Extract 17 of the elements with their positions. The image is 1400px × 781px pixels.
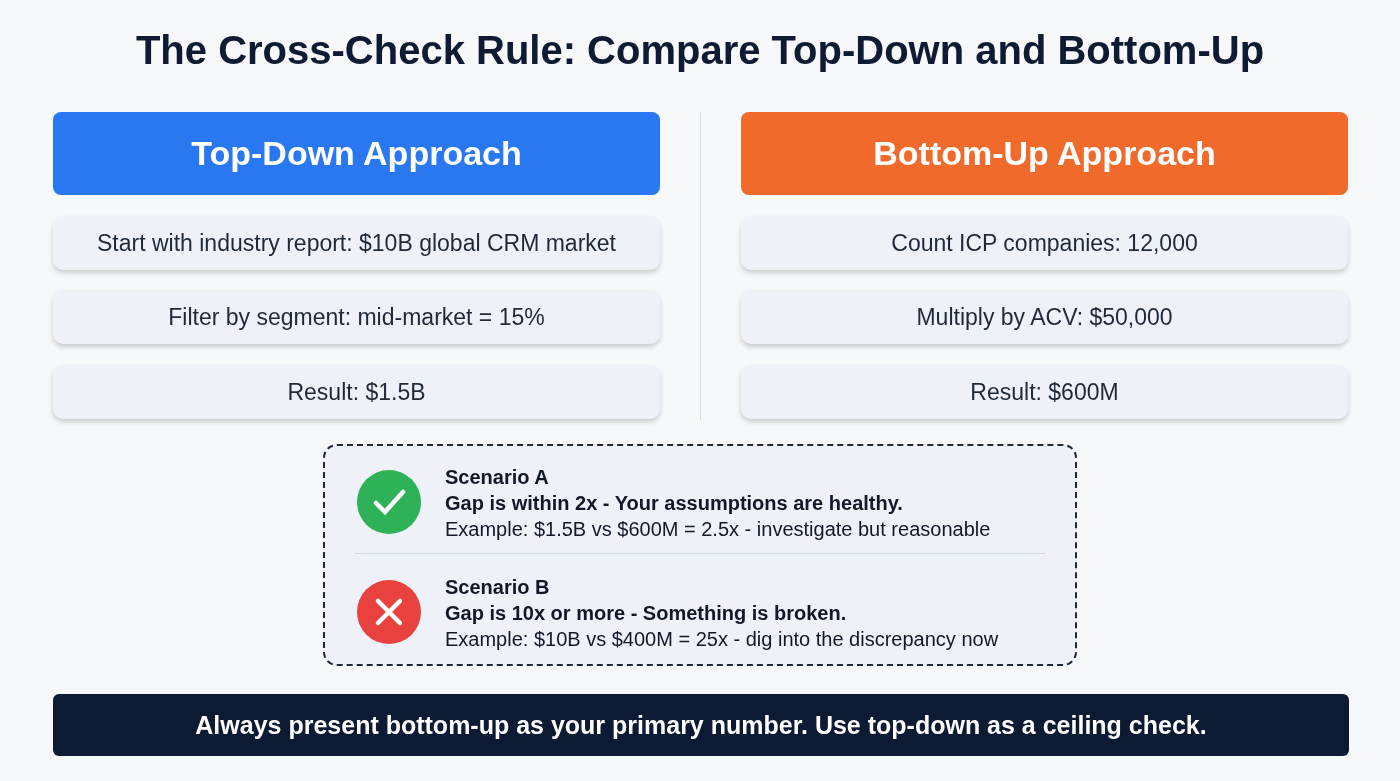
scenario-panel: [323, 444, 1077, 666]
step-card: Result: $1.5B: [53, 365, 660, 419]
scenario-heading: Scenario A: [445, 466, 549, 489]
scenario-verdict: Gap is within 2x - Your assumptions are healthy.: [445, 492, 903, 515]
step-card: Start with industry report: $10B global CRM market: [53, 216, 660, 270]
step-card: Multiply by ACV: $50,000: [741, 290, 1348, 344]
title: The Cross-Check Rule: Compare Top-Down and Bottom-Up: [134, 28, 1266, 73]
scenario-example: Example: $1.5B vs $600M = 2.5x - investigate but reasonable: [445, 518, 991, 541]
step-card: Result: $600M: [741, 365, 1348, 419]
summary-banner: Always present bottom-up as your primary number. Use top-down as a ceiling check.: [53, 694, 1349, 756]
scenario-heading: Scenario B: [445, 576, 550, 599]
step-card: Count ICP companies: 12,000: [741, 216, 1348, 270]
step-card: Filter by segment: mid-market = 15%: [53, 290, 660, 344]
scenario-verdict: Gap is 10x or more - Something is broken.: [445, 602, 847, 625]
scenario-example: Example: $10B vs $400M = 25x - dig into the discrepancy now: [445, 628, 999, 651]
header-bar: Top-Down Approach: [53, 112, 660, 195]
header-bar: Bottom-Up Approach: [741, 112, 1348, 195]
